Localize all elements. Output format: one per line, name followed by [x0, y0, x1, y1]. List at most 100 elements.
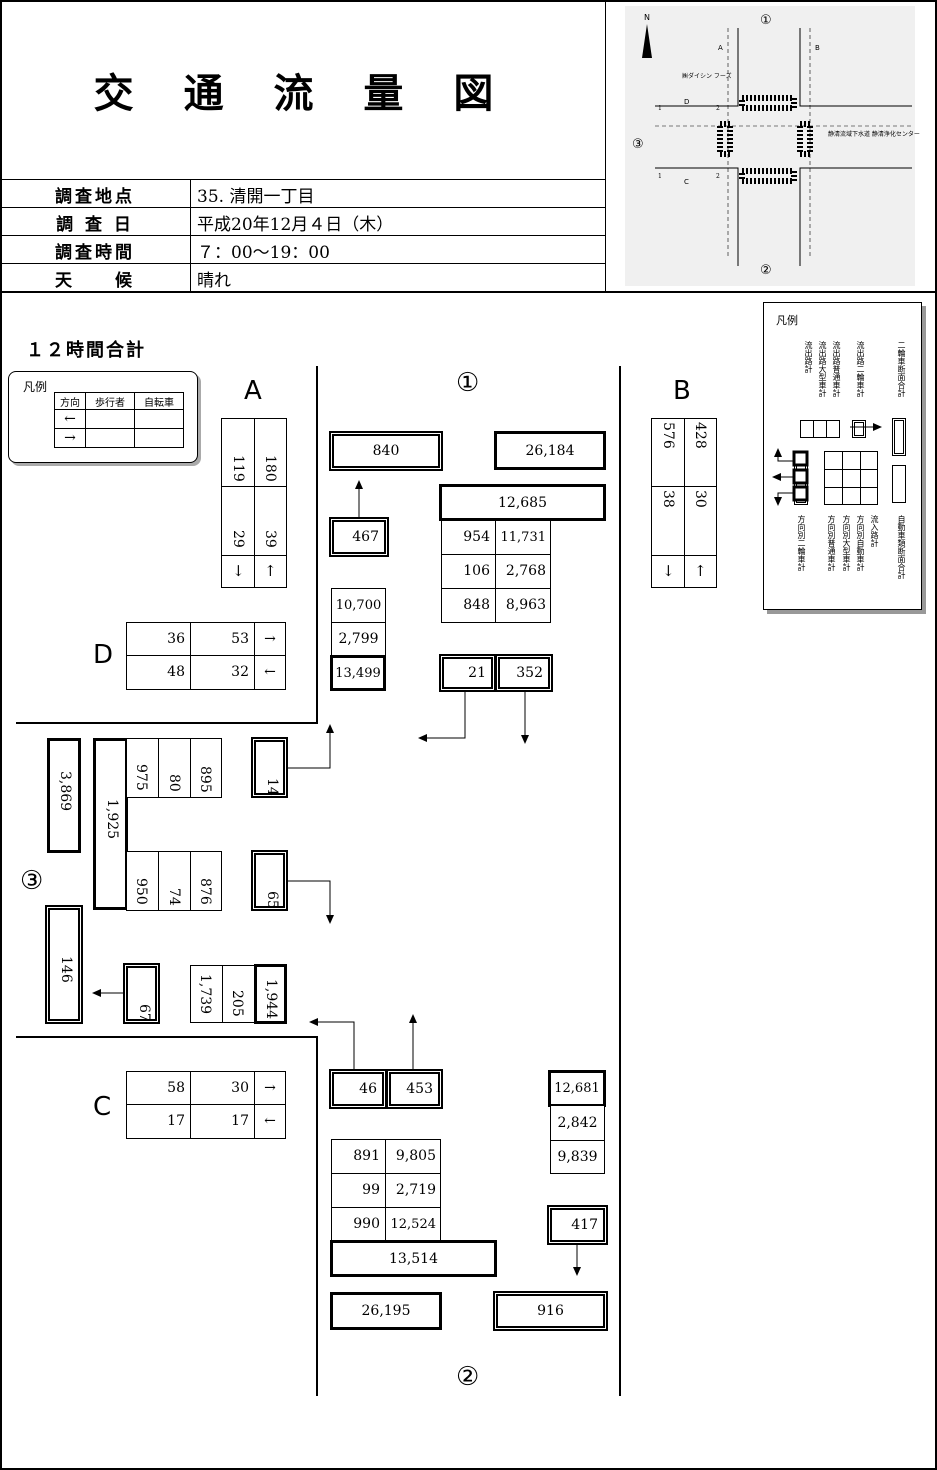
road-line [316, 366, 318, 724]
legend-small-title: 凡例 [23, 380, 48, 394]
divider [190, 1071, 191, 1139]
divider [222, 965, 223, 1023]
ped-b-down-bicycle: 38 [660, 490, 676, 508]
legend-label: 方向別大型車計 [842, 515, 851, 571]
divider [550, 1140, 605, 1141]
info-label: 調査地点 [0, 180, 191, 208]
road-line [16, 1036, 318, 1038]
south-bike-inflow-right: 453 [386, 1069, 443, 1109]
legend-grid [824, 451, 878, 505]
legend-cell [134, 428, 184, 448]
north-outflow-total: 13,499 [330, 655, 386, 691]
info-row-weather: 天 候晴れ [0, 263, 605, 292]
south-cell: 2,719 [395, 1182, 436, 1198]
approach-label-c: C [93, 1092, 112, 1122]
north-bike-inflow-right: 352 [495, 654, 553, 692]
south-outflow-cell: 2,842 [557, 1114, 598, 1131]
ped-b-up-bicycle: 30 [692, 490, 708, 508]
info-value: 35. 清開一丁目 [197, 186, 315, 207]
ped-d-table [126, 622, 286, 690]
west-cell: 950 [133, 878, 149, 905]
divider [190, 738, 191, 798]
arrow-right-icon: → [264, 630, 276, 647]
north-cell: 106 [463, 563, 490, 579]
map-label-2: ② [760, 263, 772, 278]
west-cell: 74 [166, 888, 182, 906]
crosswalk-south [739, 168, 797, 184]
south-outflow-total: 12,681 [548, 1070, 606, 1107]
divider [651, 555, 717, 556]
north-arrow-icon [642, 24, 652, 58]
arrow-icon [309, 1018, 355, 1069]
north-outflow-cell: 10,700 [335, 597, 382, 613]
north-bike-inflow-left: 21 [439, 654, 496, 692]
west-outflow-grid [190, 965, 256, 1023]
arrow-down-icon: ↓ [662, 562, 675, 580]
ped-d-cell: 32 [231, 664, 249, 680]
ped-a-up-pedestrian: 180 [262, 455, 278, 482]
crosswalk-north [739, 95, 797, 111]
south-section-total: 26,195 [330, 1292, 442, 1330]
road-line [316, 1036, 318, 1396]
legend-box [892, 418, 906, 456]
map-background [625, 6, 915, 286]
road-line [619, 366, 621, 1396]
legend-arrow-icon [774, 448, 793, 462]
intersection-map: N ① ② ③ A B D C ㈱ダイシン フーズ 静清流域下水道 静清浄化セン… [625, 6, 920, 286]
north-cell: 8,963 [505, 597, 546, 613]
map-num: 2 [716, 105, 720, 112]
legend-box [892, 465, 906, 503]
west-outflow-bike: 67 [123, 963, 160, 1024]
south-cell: 9,805 [395, 1148, 436, 1164]
divider [331, 622, 386, 623]
legend-arrow-icon [774, 492, 793, 506]
legend-big-title: 凡例 [776, 314, 798, 327]
ped-d-cell: 36 [167, 630, 185, 647]
legend-label: 自動車類断面合計 [897, 515, 906, 579]
arrow-up-icon: ↑ [694, 562, 707, 580]
map-label-3: ③ [632, 137, 644, 152]
arrow-left-icon: ← [264, 1113, 276, 1129]
legend-label: 方向別普通車計 [827, 515, 836, 571]
north-inflow-total: 12,685 [439, 484, 606, 521]
south-cell: 990 [353, 1216, 380, 1232]
divider [190, 851, 191, 911]
legend-label: 二輪車断面合計 [897, 341, 906, 397]
map-num: 2 [716, 173, 720, 180]
west-section-total: 3,869 [47, 738, 81, 853]
approach-label-d: D [93, 640, 114, 670]
legend-label: 流出路二輪車計 [856, 341, 865, 397]
north-section-total: 26,184 [494, 431, 606, 470]
south-outflow-grid [550, 1105, 605, 1174]
arrow-up-icon: ↑ [264, 562, 277, 580]
south-cell: 99 [362, 1182, 380, 1198]
info-label: 調 査 日 [0, 208, 191, 236]
north-outflow-cell: 2,799 [338, 631, 379, 647]
south-outflow-cell: 9,839 [557, 1149, 598, 1165]
approach-label-b: B [673, 376, 691, 406]
info-value: 晴れ [197, 270, 231, 291]
south-cell: 891 [353, 1148, 380, 1164]
map-label-a: A [718, 44, 723, 52]
ped-b-up-pedestrian: 428 [692, 422, 708, 449]
west-direction-grid-1 [126, 738, 222, 798]
divider [331, 1207, 441, 1208]
map-shop-label: ㈱ダイシン フーズ [682, 72, 732, 80]
map-num: 1 [658, 105, 662, 112]
map-facility-label: 静清流域下水道 静清浄化センター [828, 130, 920, 138]
divider [254, 1071, 255, 1139]
divider [190, 622, 191, 690]
arrow-down-icon: ↓ [232, 562, 245, 580]
ped-c-cell: 17 [231, 1113, 249, 1129]
north-cell: 2,768 [505, 563, 546, 579]
west-cell: 80 [166, 774, 182, 792]
approach-label-a: A [244, 376, 262, 406]
divider [254, 418, 255, 588]
legend-box [852, 420, 866, 438]
south-cell: 12,524 [390, 1216, 437, 1232]
west-cell: 876 [197, 878, 213, 905]
divider [385, 1139, 386, 1242]
section-title: １２時間合計 [26, 340, 146, 361]
info-label: 天 候 [0, 264, 191, 292]
